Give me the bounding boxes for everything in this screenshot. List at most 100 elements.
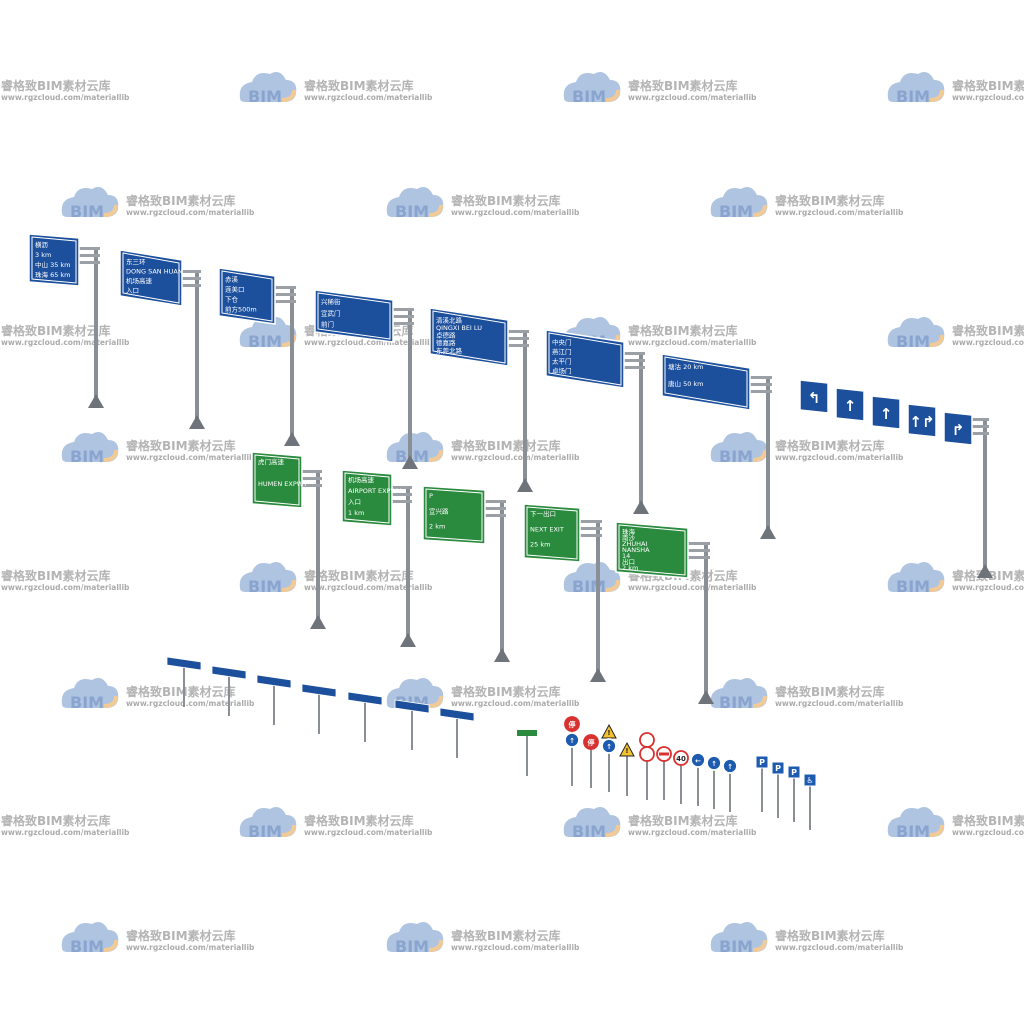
sign-text: 卓德路: [436, 331, 456, 340]
cantilever-arm: [576, 527, 602, 530]
green-sign-panel: [341, 469, 393, 527]
cantilever-arm: [620, 366, 645, 369]
cloud-icon: [239, 562, 297, 592]
round-sign-icon: [564, 732, 580, 748]
cantilever-arm: [504, 337, 529, 340]
cloud-icon: [710, 187, 768, 217]
sign-text: 莲美口: [225, 285, 245, 294]
pole: [290, 286, 294, 442]
watermark: BIM睿格致BIM素材云库www.rgzcloud.com/materialli…: [563, 807, 757, 841]
watermark-brand: BIM: [896, 822, 930, 841]
watermark-url: www.rgzcloud.com/materiallib: [451, 699, 580, 708]
cantilever-arm: [746, 376, 772, 379]
swoosh-icon: [103, 939, 118, 952]
watermark-url: www.rgzcloud.com/materiallib: [952, 338, 1024, 347]
cantilever-arm: [178, 277, 201, 280]
cloud-icon: [887, 562, 945, 592]
watermark-url: www.rgzcloud.com/materiallib: [775, 699, 904, 708]
cloud-icon: [887, 72, 945, 102]
pole-base: [310, 615, 326, 629]
swoosh-icon: [103, 695, 118, 708]
sign-post: [273, 681, 275, 725]
watermark-url: www.rgzcloud.com/materiallib: [628, 93, 757, 102]
pole-base: [633, 500, 649, 514]
watermark-brand: BIM: [248, 332, 282, 351]
blue-sign-panel: [119, 249, 183, 307]
parking-sign-panel: [803, 773, 817, 787]
sign-symbol: ↑: [606, 743, 612, 751]
sign-text: 唐山 50 km: [668, 379, 704, 388]
cloud-icon: [61, 678, 119, 708]
parking-sign-panel: [755, 755, 769, 769]
watermark-url: www.rgzcloud.com/materiallib: [304, 828, 433, 837]
watermark-brand: BIM: [395, 447, 429, 466]
cantilever-arm: [178, 284, 201, 287]
watermark-brand: BIM: [395, 202, 429, 221]
cantilever-arm: [504, 330, 529, 333]
round-sign-icon: [690, 752, 706, 768]
sign-text: 虎门高速: [258, 457, 285, 466]
traffic-sign: !: [619, 741, 635, 796]
sign-text: DONG SAN HUAN: [126, 268, 183, 276]
pole-base: [494, 648, 510, 662]
cantilever-arm: [684, 549, 710, 552]
lane-sign-panel: [835, 387, 865, 422]
sign-text: HUMEN EXPWY: [258, 480, 307, 488]
watermark-url: www.rgzcloud.com/materiallib: [952, 828, 1024, 837]
watermark-brand: BIM: [572, 822, 606, 841]
sign-border-line: [344, 472, 390, 524]
green-sign-panel: [523, 503, 581, 563]
cantilever-arm: [481, 507, 506, 510]
warning-triangle-icon: [601, 723, 617, 739]
sign-text: 14: [622, 552, 630, 560]
cloud-icon: [710, 922, 768, 952]
cloud-icon: [239, 72, 297, 102]
street-name-sign: [394, 699, 430, 750]
blue-sign-panel: [545, 329, 625, 389]
parking-sign: P: [755, 755, 769, 812]
watermark-url: www.rgzcloud.com/materiallib: [775, 943, 904, 952]
pole: [639, 352, 643, 510]
sign-text: 中山 35 km: [35, 260, 71, 269]
sign-text: 2 km: [622, 564, 638, 572]
sign-text: 入口: [126, 287, 139, 295]
watermark-title: 睿格致BIM素材云库: [952, 78, 1024, 93]
round-sign-icon: [673, 750, 689, 766]
round-sign-icon: [601, 738, 617, 754]
sign-text: 中央门: [552, 337, 572, 346]
sign-text: 珠海 65 km: [35, 270, 71, 279]
pole-base: [517, 478, 533, 492]
sign-symbol: ↑: [569, 737, 575, 745]
sign-text: 南沙: [622, 533, 636, 542]
watermark: BIM睿格致BIM素材云库www.rgzcloud.com/materialli…: [887, 72, 1024, 106]
watermark: BIM睿格致BIM素材云库www.rgzcloud.com/materialli…: [887, 807, 1024, 841]
round-sign-icon: [639, 746, 655, 762]
parking-sign: P: [771, 761, 785, 818]
cantilever-arm: [960, 418, 989, 421]
cloud-icon: [386, 922, 444, 952]
cloud-icon: [710, 432, 768, 462]
watermark-title: 睿格致BIM素材云库: [628, 78, 738, 93]
swoosh-icon: [281, 579, 296, 592]
watermark: BIM睿格致BIM素材云库www.rgzcloud.com/materialli…: [61, 187, 255, 221]
watermark-url: www.rgzcloud.com/materiallib: [304, 583, 433, 592]
traffic-sign: [656, 746, 672, 800]
swoosh-icon: [929, 824, 944, 837]
street-name-sign: [347, 691, 383, 742]
watermark-url: www.rgzcloud.com/materiallib: [304, 93, 433, 102]
cloud-icon: [386, 187, 444, 217]
sign-text: 3 km: [35, 251, 51, 259]
sign-text: QINGXI BEI LU: [436, 324, 482, 332]
street-sign-panel: [166, 656, 202, 671]
watermark-url: www.rgzcloud.com/materiallib: [126, 208, 255, 217]
sign-post: [364, 698, 366, 742]
sign-text: 出口: [622, 557, 635, 566]
watermark-brand: BIM: [896, 87, 930, 106]
watermark: BIM睿格致BIM素材云库www.rgzcloud.com/materialli…: [386, 187, 580, 221]
traffic-sign: 40: [673, 750, 689, 804]
swoosh-icon: [428, 939, 443, 952]
